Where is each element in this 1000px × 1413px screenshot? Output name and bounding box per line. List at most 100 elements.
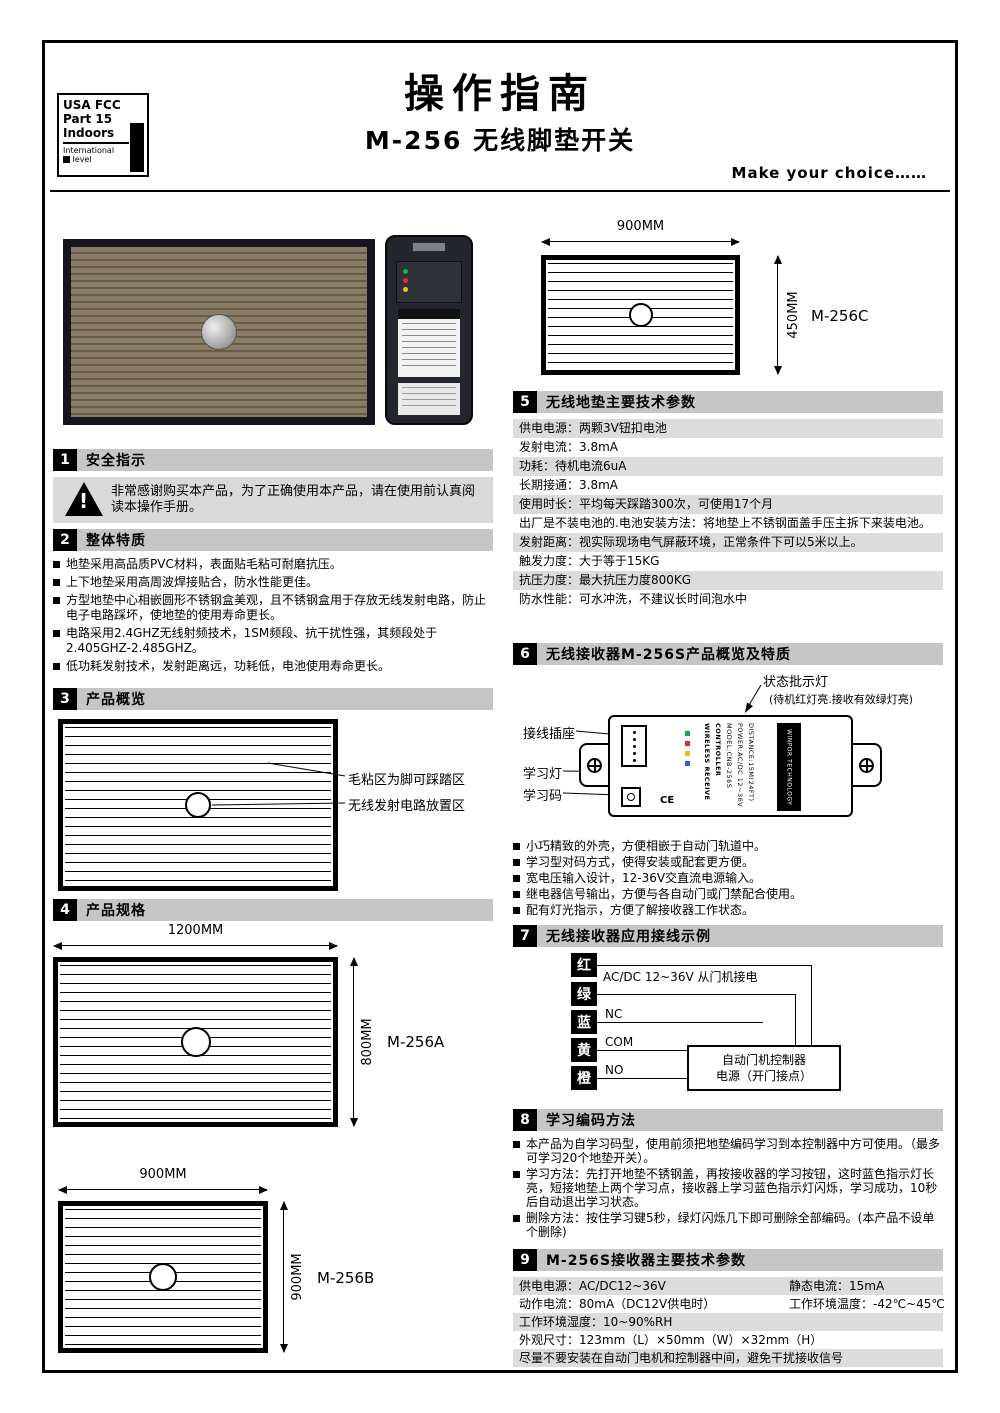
spec-row: 供电电源：AC/DC12~36V 静态电流：15mA bbox=[513, 1277, 943, 1295]
m256a-height-label: 800MM bbox=[360, 1018, 375, 1066]
m256c-height-label: 450MM bbox=[786, 291, 801, 339]
m256b-height-arrow bbox=[279, 1201, 288, 1353]
section-title: 产品概览 bbox=[77, 688, 493, 710]
warning-text: 非常感谢购买本产品，为了正确使用本产品，请在使用前认真阅读本操作手册。 bbox=[111, 484, 476, 515]
spec-row: 供电电源：两颗3V钮扣电池 bbox=[513, 419, 943, 438]
bullet-text: 本产品为自学习码型，使用前须把地垫编码学习到本控制器中方可使用。（最多可学习20… bbox=[526, 1137, 941, 1165]
spec-row: 发射电流：3.8mA bbox=[519, 440, 618, 454]
fcc-sub: International level bbox=[63, 142, 129, 165]
led-dot-red bbox=[685, 741, 690, 746]
status-led-label: 状态批示灯 bbox=[763, 675, 829, 690]
header-rule bbox=[50, 190, 950, 192]
mat-circle bbox=[149, 1263, 177, 1291]
ce-mark: CE bbox=[660, 795, 675, 806]
wire-line bbox=[597, 1078, 689, 1079]
bullet-text: 地垫采用高品质PVC材料，表面贴毛粘可耐磨抗压。 bbox=[66, 557, 342, 571]
spec-row: 长期接通：3.8mA bbox=[519, 478, 618, 492]
fcc-square-icon bbox=[63, 156, 70, 163]
m256b-width-arrow bbox=[58, 1185, 268, 1194]
spec-row: 发射距离：视实际现场电气屏蔽环境，正常条件下可以5米以上。 bbox=[513, 533, 943, 552]
spec-cell: 供电电源：AC/DC12~36V bbox=[519, 1279, 666, 1293]
m256a-mat-diagram bbox=[53, 957, 338, 1127]
feature-bullet-list: 地垫采用高品质PVC材料，表面贴毛粘可耐磨抗压。 上下地垫采用高周波焊接贴合，防… bbox=[53, 557, 495, 677]
wire-line bbox=[811, 965, 812, 1045]
spec-cell: 外观尺寸：123mm（L）×50mm（W）×32mm（H） bbox=[519, 1333, 823, 1347]
receiver-product-photo bbox=[385, 235, 473, 425]
section-title: 整体特质 bbox=[77, 529, 493, 551]
feature-bullet: 本产品为自学习码型，使用前须把地垫编码学习到本控制器中方可使用。（最多可学习20… bbox=[513, 1137, 945, 1165]
terminal-block bbox=[621, 725, 647, 767]
section-title: 产品规格 bbox=[77, 899, 493, 921]
section-number: 2 bbox=[53, 529, 77, 551]
m256a-height-arrow bbox=[349, 957, 358, 1127]
section-number: 7 bbox=[513, 925, 537, 947]
led-dot-yellow bbox=[403, 287, 408, 292]
fcc-level-label: level bbox=[72, 155, 92, 164]
wire-line bbox=[597, 994, 795, 995]
bullet-square-icon bbox=[513, 1171, 520, 1178]
bullet-square-icon bbox=[53, 561, 60, 568]
m256a-width-arrow bbox=[53, 941, 338, 950]
bullet-text: 继电器信号输出，方便与各自动门或门禁配合使用。 bbox=[526, 887, 803, 901]
section-number: 4 bbox=[53, 899, 77, 921]
feature-bullet: 地垫采用高品质PVC材料，表面贴毛粘可耐磨抗压。 bbox=[53, 557, 495, 572]
mat-circle bbox=[628, 303, 653, 327]
receiver-sticker-main bbox=[398, 309, 460, 377]
bullet-text: 小巧精致的外壳，方便相嵌于自动门轨道中。 bbox=[526, 839, 767, 853]
receiver-feature-list: 小巧精致的外壳，方便相嵌于自动门轨道中。 学习型对码方式，使得安装或配套更方便。… bbox=[513, 839, 945, 919]
wire-blue: 蓝 bbox=[571, 1010, 597, 1034]
section-5-header: 5 无线地垫主要技术参数 bbox=[513, 391, 943, 413]
fcc-line: level bbox=[63, 155, 129, 165]
spec-cell: 动作电流：80mA（DC12V供电时） bbox=[519, 1297, 716, 1311]
bullet-text: 学习方法：先打开地垫不锈钢盖，再按接收器的学习按钮，这时蓝色指示灯长亮，短接地垫… bbox=[526, 1167, 938, 1209]
led-dot-green bbox=[685, 731, 690, 736]
door-controller-box: 自动门机控制器 电源（开门接点） bbox=[687, 1045, 841, 1091]
m256c-name: M-256C bbox=[811, 307, 869, 325]
device-label-text: WIRELESS RECEIVE CONTROLLER MODEL:CNB-25… bbox=[701, 723, 756, 811]
m256b-mat-diagram bbox=[58, 1201, 268, 1353]
feature-bullet: 宽电压输入设计，12-36V交直流电源输入。 bbox=[513, 871, 945, 885]
fcc-line: Indoors bbox=[63, 126, 115, 140]
overview-mat-diagram bbox=[58, 719, 338, 891]
m256c-mat-diagram bbox=[541, 255, 740, 375]
controller-text-line: 电源（开门接点） bbox=[715, 1069, 812, 1083]
section-1-header: 1 安全指示 bbox=[53, 449, 493, 471]
led-dot-green bbox=[403, 269, 408, 274]
bullet-text: 宽电压输入设计，12-36V交直流电源输入。 bbox=[526, 871, 762, 885]
m256b-width-label: 900MM bbox=[139, 1167, 187, 1182]
bullet-text: 低功耗发射技术，发射距离远，功耗低，电池使用寿命更长。 bbox=[66, 659, 391, 673]
feature-bullet: 学习型对码方式，使得安装或配套更方便。 bbox=[513, 855, 945, 869]
fcc-black-bar bbox=[130, 123, 144, 172]
bullet-square-icon bbox=[53, 579, 60, 586]
nc-label: NC bbox=[605, 1007, 623, 1021]
learn-code-label: 学习码 bbox=[523, 789, 563, 804]
section-number: 6 bbox=[513, 643, 537, 665]
mat-steel-disc bbox=[201, 314, 237, 350]
feature-bullet: 删除方法：按住学习键5秒，绿灯闪烁几下即可删除全部编码。(本产品不设单个删除) bbox=[513, 1211, 945, 1239]
left-screw-icon bbox=[587, 758, 602, 773]
section-number: 5 bbox=[513, 391, 537, 413]
m256b-name: M-256B bbox=[317, 1269, 375, 1287]
warning-triangle-icon bbox=[65, 482, 103, 516]
section-number: 1 bbox=[53, 449, 77, 471]
spec-cell: 静态电流：15mA bbox=[789, 1279, 885, 1293]
wiring-diagram: 红 绿 蓝 黄 橙 AC/DC 12~36V 从门机接电 NC COM NO 自… bbox=[513, 953, 943, 1103]
bullet-square-icon bbox=[513, 1141, 520, 1148]
right-screw-icon bbox=[859, 758, 874, 773]
device-text-line: WINPOR TECHNOLOGY bbox=[785, 728, 793, 806]
wire-red: 红 bbox=[571, 953, 597, 977]
device-text-line: CONTROLLER bbox=[714, 723, 722, 777]
power-input-label: AC/DC 12~36V 从门机接电 bbox=[603, 970, 758, 984]
led-dot-yellow bbox=[685, 751, 690, 756]
fcc-line: Part 15 bbox=[63, 112, 113, 126]
feature-bullet: 继电器信号输出，方便与各自动门或门禁配合使用。 bbox=[513, 887, 945, 901]
section-title: 无线地垫主要技术参数 bbox=[537, 391, 943, 413]
feature-bullet: 学习方法：先打开地垫不锈钢盖，再按接收器的学习按钮，这时蓝色指示灯长亮，短接地垫… bbox=[513, 1167, 945, 1209]
controller-text-line: 自动门机控制器 bbox=[721, 1053, 806, 1067]
fcc-line: USA FCC bbox=[63, 98, 121, 112]
wire-line bbox=[795, 994, 796, 1045]
m256c-width-arrow bbox=[541, 237, 740, 246]
section-title: M-256S接收器主要技术参数 bbox=[537, 1249, 943, 1271]
overview-fleece-label: 毛粘区为脚可踩踏区 bbox=[348, 773, 466, 788]
section-9-header: 9 M-256S接收器主要技术参数 bbox=[513, 1249, 943, 1271]
